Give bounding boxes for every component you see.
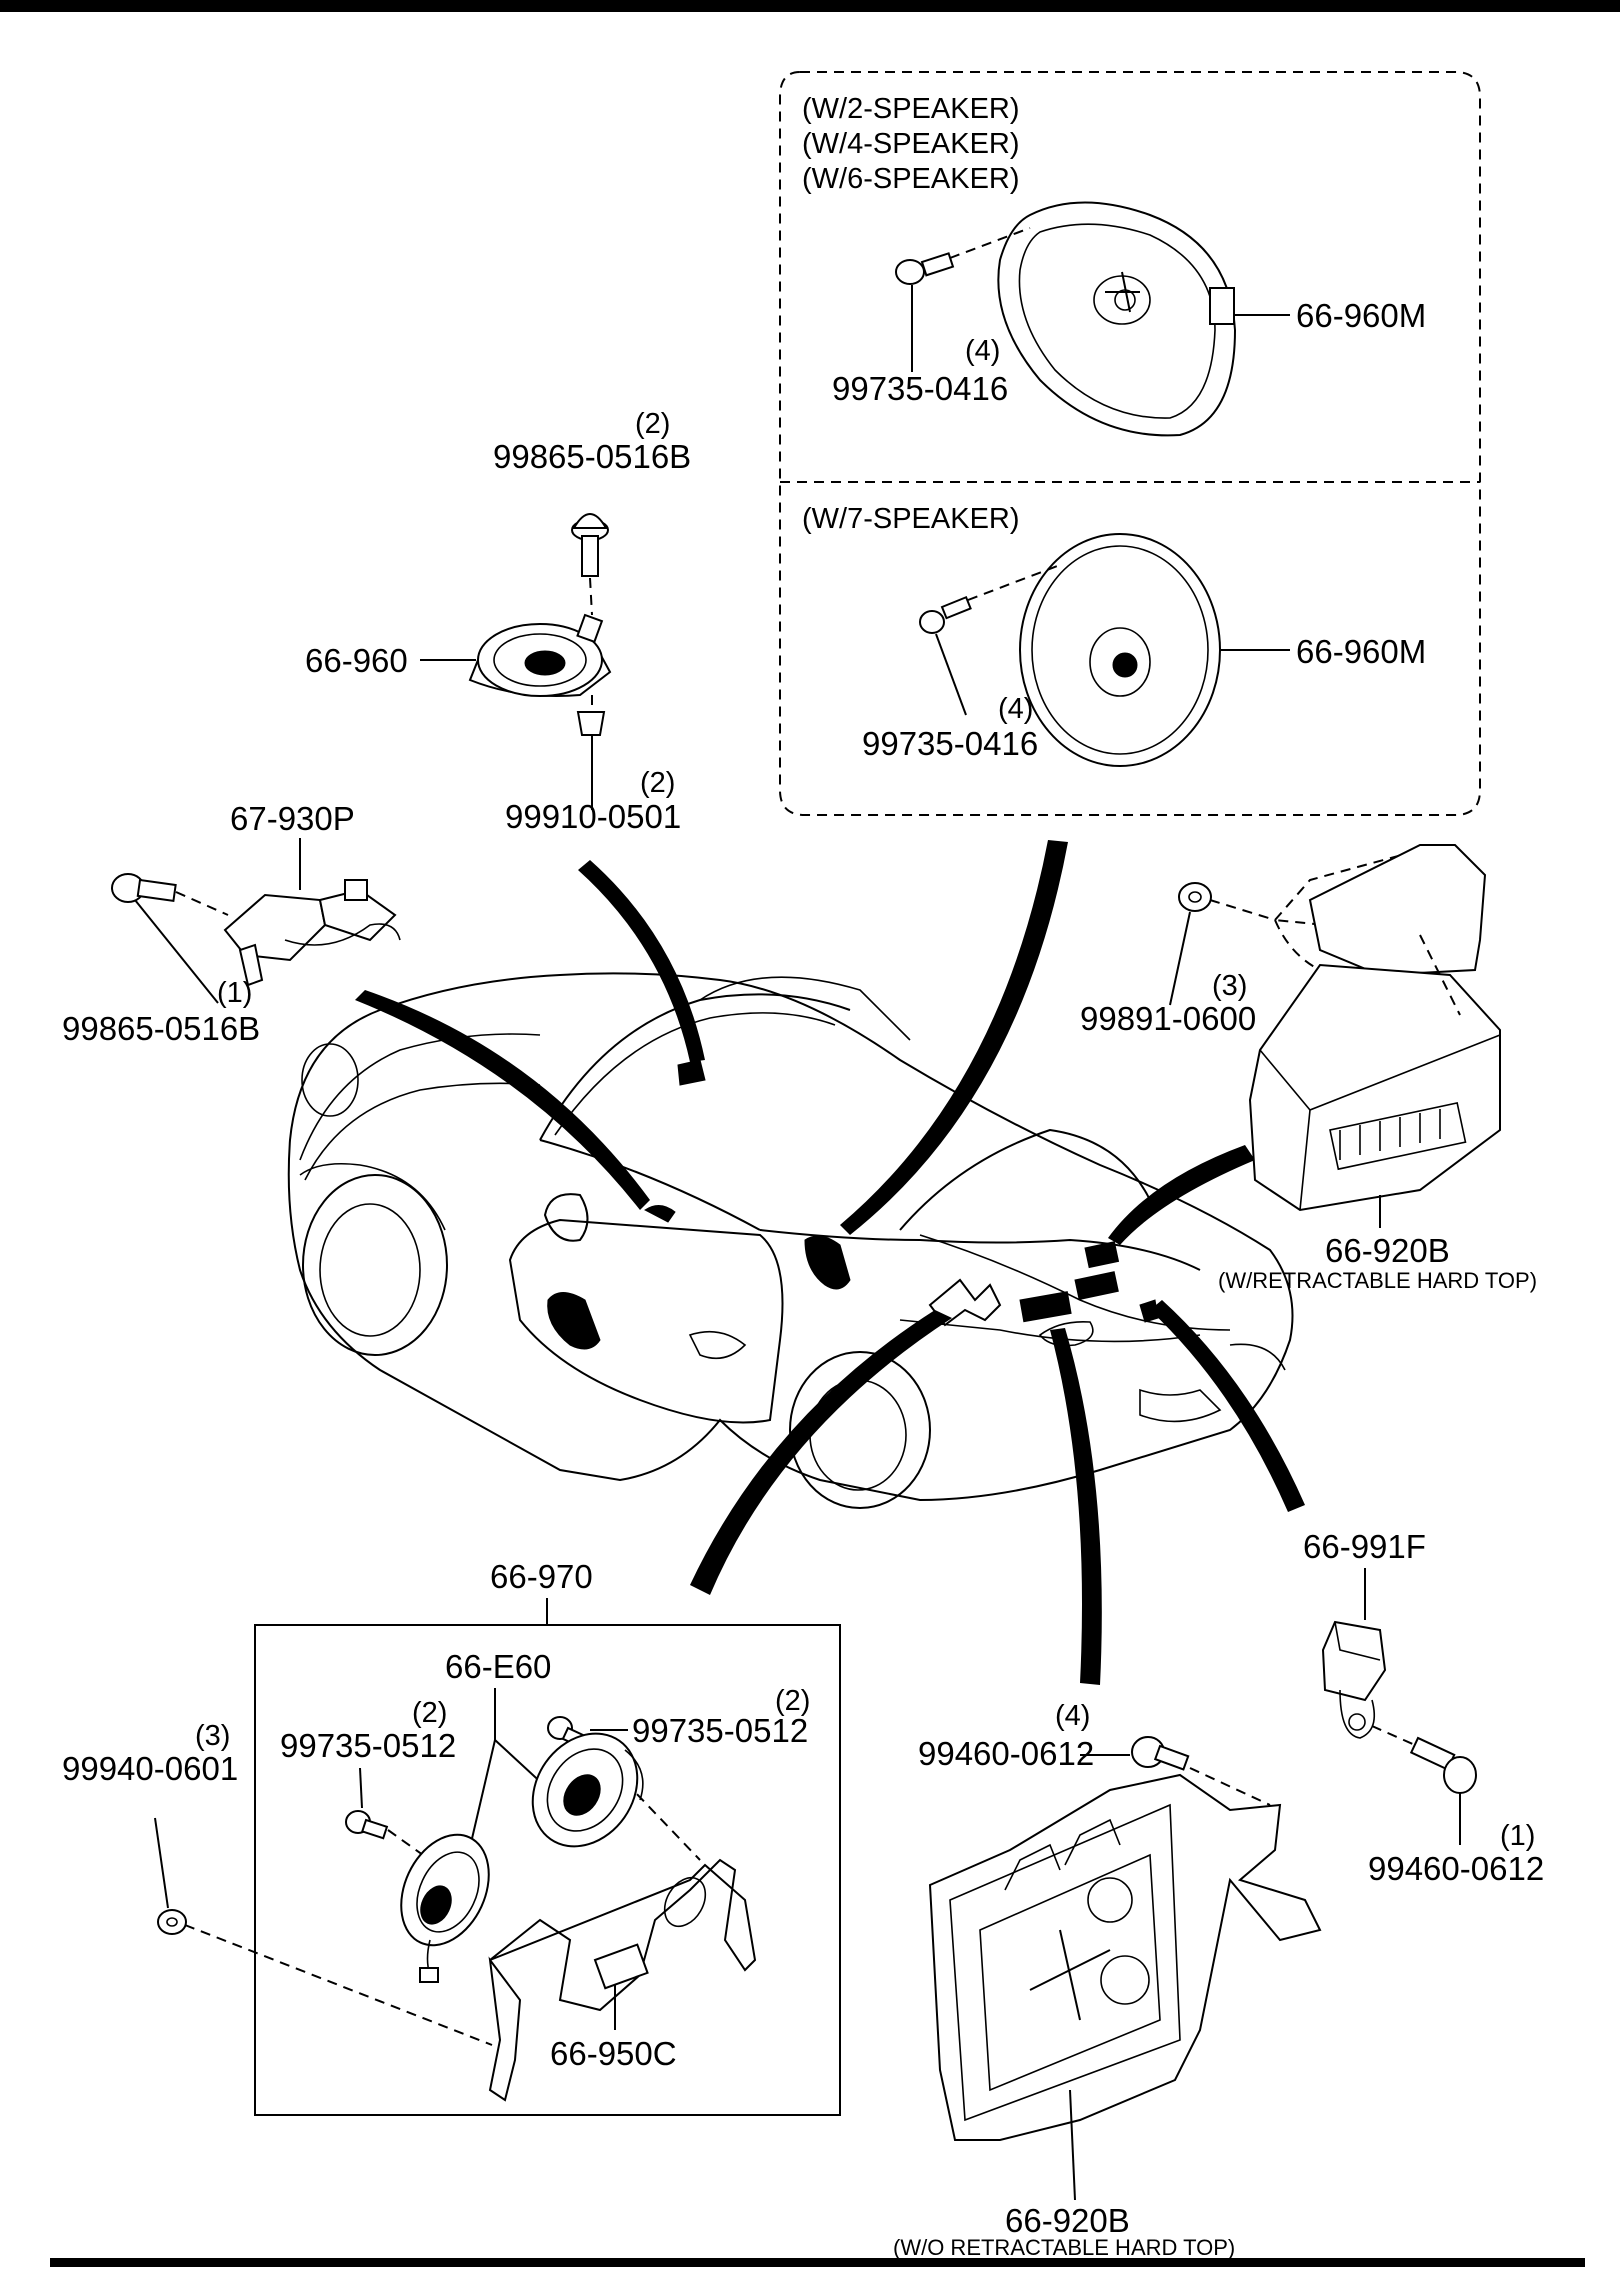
rear-speaker-left xyxy=(400,1833,490,1983)
screw-icon xyxy=(895,227,1031,372)
bolt-icon xyxy=(111,873,229,1004)
part-label-99910-0501: 99910-0501 xyxy=(505,798,681,835)
part-label-99735-0416-b: 99735-0416 xyxy=(862,725,1038,762)
part-label-99891-0600: 99891-0600 xyxy=(1080,1000,1256,1037)
amp-soft-group: (4) 99460-0612 66-920B (W/O RETRACTABLE … xyxy=(893,1700,1322,2260)
variant-6-speaker: (W/6-SPEAKER) xyxy=(802,163,1020,195)
qty-screw-left: (2) xyxy=(412,1697,447,1729)
vehicle-outline xyxy=(287,972,1294,1509)
qty-tweeter-clip: (2) xyxy=(640,767,675,799)
part-label-66-e60: 66-E60 xyxy=(445,1648,551,1685)
door-speaker-oval xyxy=(997,201,1290,437)
callout-door-speaker xyxy=(840,840,1068,1235)
rear-speaker-right xyxy=(531,1732,644,1848)
qty-relay-bolt: (1) xyxy=(1500,1820,1535,1852)
part-label-99460-0612-relay: 99460-0612 xyxy=(1368,1850,1544,1887)
part-label-66-991f: 66-991F xyxy=(1303,1528,1426,1565)
tweeter-speaker xyxy=(468,613,612,697)
tweeter-group: (2) 99865-0516B 66-960 (2) 99910-0501 xyxy=(305,408,691,835)
amplifier-unit-hardtop xyxy=(1248,844,1501,1228)
qty-screw-b: (4) xyxy=(998,693,1033,725)
callout-rear-assembly xyxy=(690,1310,952,1595)
variant-4-speaker: (W/4-SPEAKER) xyxy=(802,128,1020,160)
qty-soft-amp-bolt: (4) xyxy=(1055,1700,1090,1732)
screw-icon xyxy=(571,513,609,616)
callout-soft-amp xyxy=(1050,1328,1102,1685)
part-label-66-920b-hardtop: 66-920B xyxy=(1325,1232,1450,1269)
bolt-icon xyxy=(1131,1736,1271,1806)
bottom-border-bar xyxy=(50,2258,1585,2267)
part-label-67-930p: 67-930P xyxy=(230,800,355,837)
nut-icon xyxy=(154,1817,187,1935)
part-label-66-920b-soft: 66-920B xyxy=(1005,2202,1130,2239)
part-label-66-960m-b: 66-960M xyxy=(1296,633,1426,670)
qty-screw-right: (2) xyxy=(775,1685,810,1717)
module-group: 67-930P (1) 99865-0516B xyxy=(62,800,401,1047)
part-label-99460-0612-amp: 99460-0612 xyxy=(918,1735,1094,1772)
part-label-66-960m-a: 66-960M xyxy=(1296,297,1426,334)
screw-icon xyxy=(345,1810,431,1861)
variant-2-speaker: (W/2-SPEAKER) xyxy=(802,93,1020,125)
part-label-99940-0601: 99940-0601 xyxy=(62,1750,238,1787)
part-label-99735-0512-right: 99735-0512 xyxy=(632,1712,808,1749)
relay-unit xyxy=(1321,1620,1416,1746)
amplifier-unit-soft xyxy=(928,1773,1322,2201)
module-unit xyxy=(223,879,401,987)
qty-box-nut: (3) xyxy=(195,1720,230,1752)
part-label-66-970: 66-970 xyxy=(490,1558,593,1595)
note-wo-retractable-hard-top: (W/O RETRACTABLE HARD TOP) xyxy=(893,2235,1235,2260)
clip-icon xyxy=(576,695,606,810)
part-label-99865-0516b-top: 99865-0516B xyxy=(493,438,691,475)
speaker-variant-box: (W/2-SPEAKER) (W/4-SPEAKER) (W/6-SPEAKER… xyxy=(779,71,1481,816)
variant-7-speaker: (W/7-SPEAKER) xyxy=(802,503,1020,535)
qty-hardtop-nut: (3) xyxy=(1212,970,1247,1002)
part-label-99735-0512-left: 99735-0512 xyxy=(280,1727,456,1764)
top-border-bar xyxy=(0,0,1620,12)
qty-module-bolt: (1) xyxy=(217,977,252,1009)
relay-group: 66-991F (1) 99460-0612 xyxy=(1303,1528,1544,1887)
screw-icon xyxy=(919,564,1061,716)
part-label-99865-0516b-left: 99865-0516B xyxy=(62,1010,260,1047)
callout-tweeter xyxy=(578,860,705,1062)
amp-hardtop-group: (3) 99891-0600 66-920B (W/RETRACTABLE HA… xyxy=(1080,844,1537,1293)
speaker-bracket xyxy=(488,1858,757,2102)
callout-module xyxy=(355,990,650,1210)
callout-hardtop-amp xyxy=(1108,1145,1255,1245)
door-speaker-round xyxy=(1019,533,1290,767)
part-label-66-960: 66-960 xyxy=(305,642,408,679)
note-retractable-hard-top: (W/RETRACTABLE HARD TOP) xyxy=(1218,1268,1537,1293)
callout-relay xyxy=(1150,1300,1305,1512)
part-label-99735-0416-a: 99735-0416 xyxy=(832,370,1008,407)
rear-speaker-assembly: 66-970 66-E60 (2) 99735-0512 (2) 99735-0… xyxy=(184,1558,841,2116)
qty-tweeter-screw: (2) xyxy=(635,408,670,440)
qty-screw-a: (4) xyxy=(965,335,1000,367)
nut-icon xyxy=(1169,882,1276,1006)
bolt-icon xyxy=(1409,1736,1477,1845)
part-label-66-950c: 66-950C xyxy=(550,2035,677,2072)
